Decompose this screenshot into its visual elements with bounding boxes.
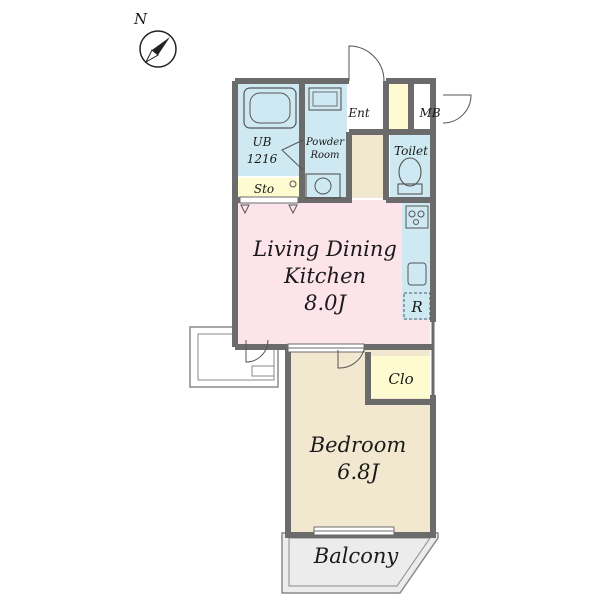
ub-size: 1216 <box>247 152 278 166</box>
fridge-label: R <box>410 298 422 316</box>
washing-machine-icon <box>305 173 341 199</box>
ub-area <box>237 84 301 176</box>
powder-label-1: Powder <box>305 137 345 148</box>
bedroom-door-icon <box>337 349 365 369</box>
compass: N <box>133 10 177 68</box>
outer-walls <box>232 78 436 538</box>
powder-door-icon <box>281 139 304 171</box>
mb-label: MB <box>418 106 440 120</box>
ent-label: Ent <box>347 106 369 120</box>
shoe-cabinet <box>390 84 411 132</box>
sto-area <box>237 178 301 198</box>
ldk-label-2: Kitchen <box>283 264 366 288</box>
sink-icon <box>308 87 342 111</box>
toilet-label: Toilet <box>394 144 428 158</box>
ldk-label-1: Living Dining <box>252 237 397 261</box>
compass-needle-icon <box>152 37 170 55</box>
outdoor-door-icon <box>245 339 269 363</box>
windows <box>239 196 395 536</box>
balcony-label: Balcony <box>313 544 400 568</box>
bedroom-label: Bedroom <box>309 433 407 457</box>
powder-label-2: Room <box>309 150 339 161</box>
hall-area <box>350 134 388 198</box>
stove-icon <box>405 205 429 229</box>
ub-label: UB <box>253 135 272 149</box>
clo-label: Clo <box>388 370 413 388</box>
fridge-space <box>403 292 431 320</box>
bathtub-icon <box>243 87 297 129</box>
clo-area <box>370 356 430 398</box>
compass-label: N <box>133 10 148 28</box>
sto-label: Sto <box>254 182 274 196</box>
entrance-door-icon <box>348 45 385 82</box>
ldk-area <box>237 200 430 347</box>
kitchen-counter <box>402 203 430 320</box>
toilet-area <box>390 134 430 200</box>
toilet-icon <box>397 157 423 195</box>
ent-area <box>350 84 388 132</box>
kitchen-sink-icon <box>407 262 427 286</box>
sto-door-marks <box>240 204 298 215</box>
bedroom-size: 6.8J <box>337 460 380 484</box>
mb-door-icon <box>442 94 472 124</box>
mb-area <box>413 84 443 128</box>
ldk-size: 8.0J <box>304 291 347 315</box>
